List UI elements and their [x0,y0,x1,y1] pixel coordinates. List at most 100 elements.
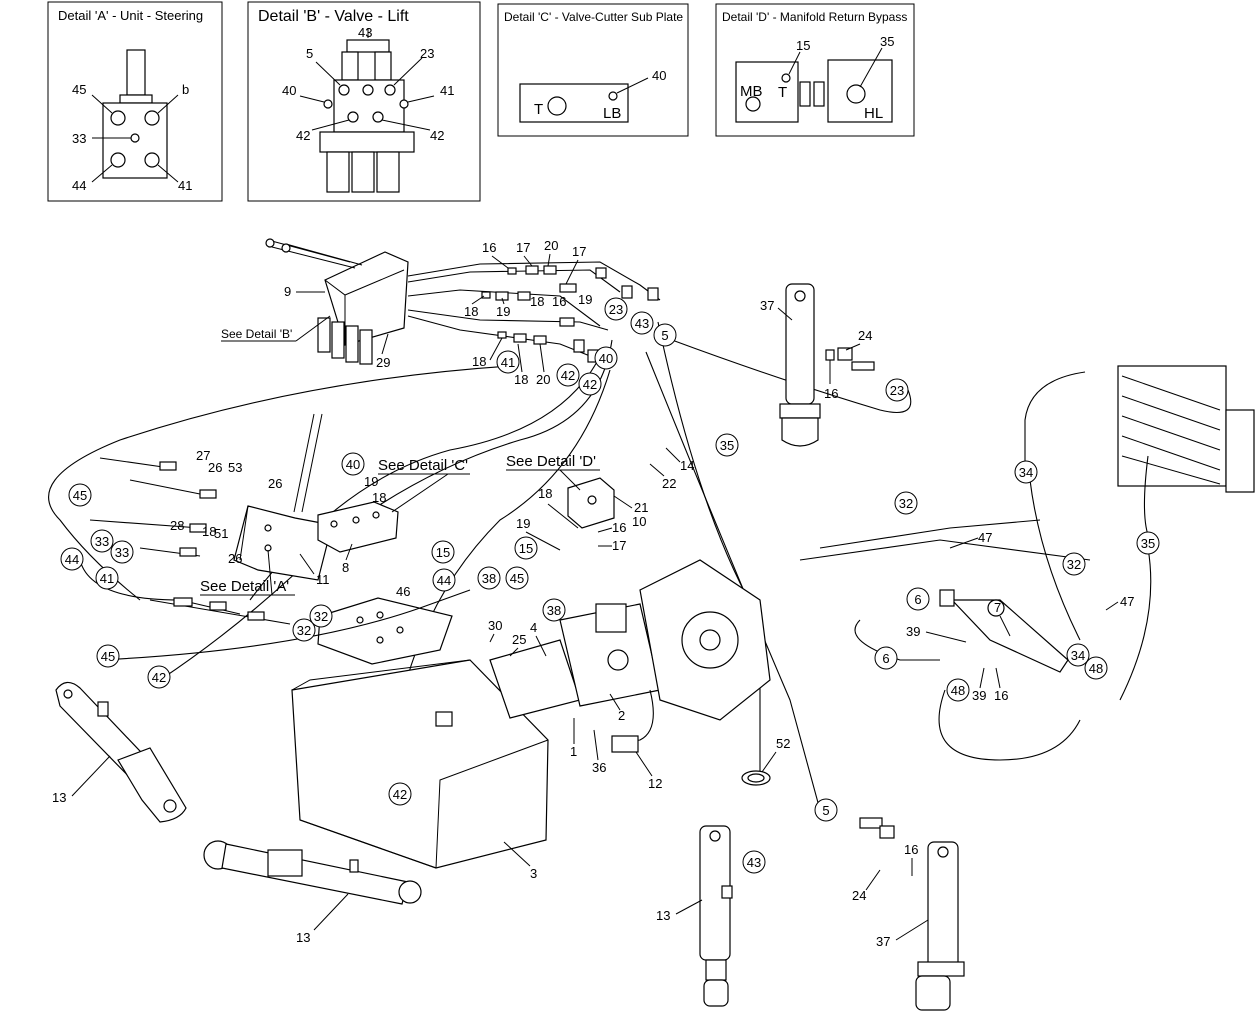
callout-20-a: 20 [544,238,558,253]
detail-d-port-mb: MB [740,83,763,100]
callout-2: 2 [618,708,625,723]
svg-text:33: 33 [115,545,129,560]
callout-39-a: 39 [906,624,920,639]
callout-18-b: 18 [464,304,478,319]
callout-26-b: 26 [268,476,282,491]
svg-text:6: 6 [882,651,889,666]
bubble-5-b: 5 [814,798,838,822]
bubble-43-a: 43 [630,311,654,335]
detail-d-port-t: T [778,84,787,101]
bubble-32-b: 32 [292,618,316,642]
detail-b-label-42-right: 42 [430,128,444,143]
detail-d-title: Detail 'D' - Manifold Return Bypass [722,10,907,24]
valve-fittings [481,265,659,363]
callout-16-top: 16 [824,386,838,401]
callout-9: 9 [284,284,291,299]
svg-text:48: 48 [1089,661,1103,676]
svg-text:33: 33 [95,534,109,549]
callout-26-c: 26 [228,551,242,566]
callout-1: 1 [570,744,577,759]
callout-18-c: 18 [472,354,486,369]
bubble-45-b: 45 [505,566,529,590]
bubble-42-d: 42 [388,782,412,806]
callout-18-d: 18 [514,372,528,387]
svg-text:5: 5 [822,803,829,818]
svg-text:34: 34 [1071,648,1085,663]
svg-text:32: 32 [297,623,311,638]
callout-53: 53 [228,460,242,475]
svg-text:38: 38 [547,603,561,618]
svg-text:45: 45 [510,571,524,586]
callout-17-c: 17 [612,538,626,553]
bubble-48-b: 48 [1084,656,1108,680]
bubble-33-a: 33 [90,529,114,553]
detail-b-label-43: 43 [358,25,372,40]
svg-text:6: 6 [914,592,921,607]
bubble-42-a: 42 [556,363,580,387]
detail-c-label-40: 40 [652,68,666,83]
bubble-41-b: 41 [95,566,119,590]
detail-b-label-23: 23 [420,46,434,61]
detail-a-panel: Detail 'A' - Unit - Steering 45 b 33 44 … [47,1,223,202]
svg-text:42: 42 [393,787,407,802]
callout-30: 30 [488,618,502,633]
bubble-33-b: 33 [110,540,134,564]
callout-18-e: 18 [202,524,216,539]
callout-46: 46 [396,584,410,599]
engine-bell-housing [639,559,771,721]
callout-16-b: 16 [552,294,566,309]
manifold-return-bypass [567,477,615,529]
see-detail-c-ref: See Detail 'C' [378,457,468,474]
svg-text:34: 34 [1019,465,1033,480]
svg-text:32: 32 [899,496,913,511]
bubble-6-a: 6 [906,587,930,611]
svg-text:42: 42 [561,368,575,383]
detail-b-panel: Detail 'B' - Valve - Lift 43 [247,1,481,202]
see-detail-b-ref: See Detail 'B' [221,327,292,341]
see-detail-d-ref: See Detail 'D' [506,453,596,470]
callout-36: 36 [592,760,606,775]
callout-8: 8 [342,560,349,575]
detail-a-label-b: b [182,82,189,97]
cylinder-37-top [779,283,875,447]
callout-16-right: 16 [994,688,1008,703]
callout-18-a: 18 [530,294,544,309]
detail-c-port-t: T [534,101,543,118]
bubble-34-a: 34 [1014,460,1038,484]
svg-text:41: 41 [501,355,515,370]
svg-text:42: 42 [152,670,166,685]
bubble-35-b: 35 [1136,531,1160,555]
detail-a-label-33: 33 [72,131,86,146]
svg-text:45: 45 [73,488,87,503]
callout-51: 51 [214,526,228,541]
callout-52: 52 [776,736,790,751]
cylinder-13-left [55,681,187,823]
svg-text:32: 32 [1067,557,1081,572]
callout-10: 10 [632,514,646,529]
callout-19-a: 19 [578,292,592,307]
callout-28: 28 [170,518,184,533]
svg-text:42: 42 [583,377,597,392]
bubble-48-a: 48 [946,678,970,702]
callout-27: 27 [196,448,210,463]
svg-text:41: 41 [100,571,114,586]
svg-text:32: 32 [314,609,328,624]
detail-c-panel: Detail 'C' - Valve-Cutter Sub Plate 40 T… [497,3,689,137]
bubble-45-a: 45 [68,483,92,507]
callout-16-a: 16 [482,240,496,255]
bubble-38-b: 38 [542,598,566,622]
callout-29: 29 [376,355,390,370]
callout-12: 12 [648,776,662,791]
callout-24-bottom: 24 [852,888,866,903]
callout-18-f: 18 [372,490,386,505]
svg-text:15: 15 [436,545,450,560]
callout-17-b: 17 [572,244,586,259]
callout-47-a: 47 [978,530,992,545]
detail-d-panel: Detail 'D' - Manifold Return Bypass 15 3… [715,3,915,137]
callout-19-c: 19 [364,474,378,489]
callout-labels: 9 29 16 17 20 17 18 16 19 18 19 18 18 20… [52,238,1134,949]
bubble-15-a: 15 [431,540,455,564]
steering-hoses [79,457,471,661]
bubble-44-a: 44 [60,547,84,571]
svg-text:44: 44 [437,573,451,588]
